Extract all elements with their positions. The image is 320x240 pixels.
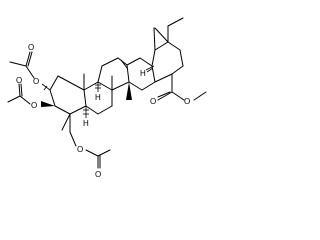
c2-acetoxy (9, 51, 51, 91)
c23-acetoxymethyl (61, 113, 111, 169)
atom-label-h-c18: H (140, 69, 146, 78)
stereo-hydrogen-bonds (83, 65, 155, 118)
methyl-groups (83, 17, 184, 100)
atom-label-h-c5: H (83, 119, 89, 128)
ring-b (83, 81, 113, 115)
ring-c (97, 57, 130, 91)
atom-label-o-c2-carbonyl: O (28, 43, 34, 52)
methyl-ester (157, 73, 207, 101)
atom-label-o-ester: O (184, 97, 190, 106)
ring-a (49, 75, 87, 115)
ring-d (126, 57, 156, 91)
atom-label-o-c2: O (33, 77, 39, 86)
atom-label-o-c3: O (31, 101, 37, 110)
atom-label-o-c23: O (77, 145, 83, 154)
chemical-structure-diagram: O O O O O O O O H H H (7, 17, 207, 179)
atom-label-o-c3-carbonyl: O (16, 76, 22, 85)
atom-label-h-c9: H (95, 93, 101, 102)
atom-label-o-ester-carbonyl: O (150, 97, 156, 106)
c3-acetoxy (7, 83, 55, 107)
atom-label-o-c23-carbonyl: O (95, 170, 101, 179)
ring-e (151, 41, 184, 83)
